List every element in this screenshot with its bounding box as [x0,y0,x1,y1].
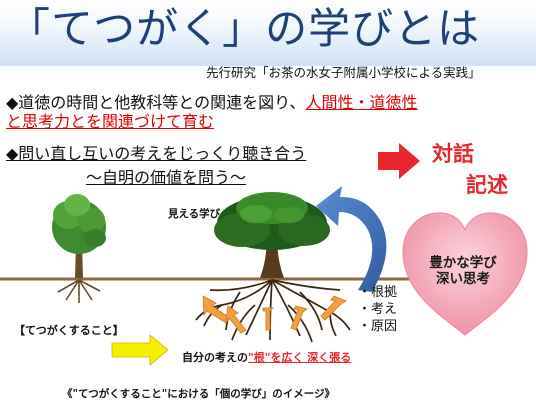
keyword-writing: 記述 [466,173,508,197]
large-tree-icon [195,192,351,343]
keyword-dialogue: 対話 [432,142,474,166]
root-caption: 自分の考えの"根"を広く 深く張る [182,349,351,365]
root-caption-plain: 自分の考えの [182,351,248,364]
heart-icon [402,212,528,336]
slide-title: 「てつがく」の学びとは [8,4,481,53]
factor-basis: ・根拠 [358,285,398,300]
point-1-red-b: と思考力とを関連づけて育む [6,112,215,131]
heart-text: 豊かな学び 深い思考 [422,255,504,287]
yellow-arrow-icon [111,334,169,366]
point-1-red-a: 人間性・道徳性 [305,93,418,112]
heart-line-2: 深い思考 [436,271,490,287]
title-band [0,0,536,66]
small-tree-icon [52,194,106,303]
point-1-line-2: と思考力とを関連づけて育む [6,112,214,131]
root-caption-highlight: "根"を広く 深く張る [248,351,352,364]
doing-label: 【てつがくすること】 [14,324,124,337]
curved-blue-arrow-icon [316,186,387,292]
orange-arrows-icon [202,295,347,334]
heart-line-1: 豊かな学び [429,255,497,271]
red-right-arrow-icon [378,143,420,179]
image-caption: 《"てつがくすること"における「個の学び」のイメージ》 [62,388,336,400]
point-2-line-2: ～自明の価値を問う～ [86,168,247,187]
factor-thought: ・考え [358,302,398,317]
slide-subtitle: 先行研究「お茶の水女子附属小学校による実践」 [206,65,481,80]
factor-cause: ・原因 [358,319,398,334]
point-2-line-1: ◆問い直し互いの考えをじっくり聴き合う [6,144,307,163]
visible-learning-label: 見える学び [168,208,221,220]
point-1-plain: ◆道徳の時間と他教科等との関連を図り、 [6,93,306,112]
point-1-line-1: ◆道徳の時間と他教科等との関連を図り、人間性・道徳性 [6,93,418,112]
